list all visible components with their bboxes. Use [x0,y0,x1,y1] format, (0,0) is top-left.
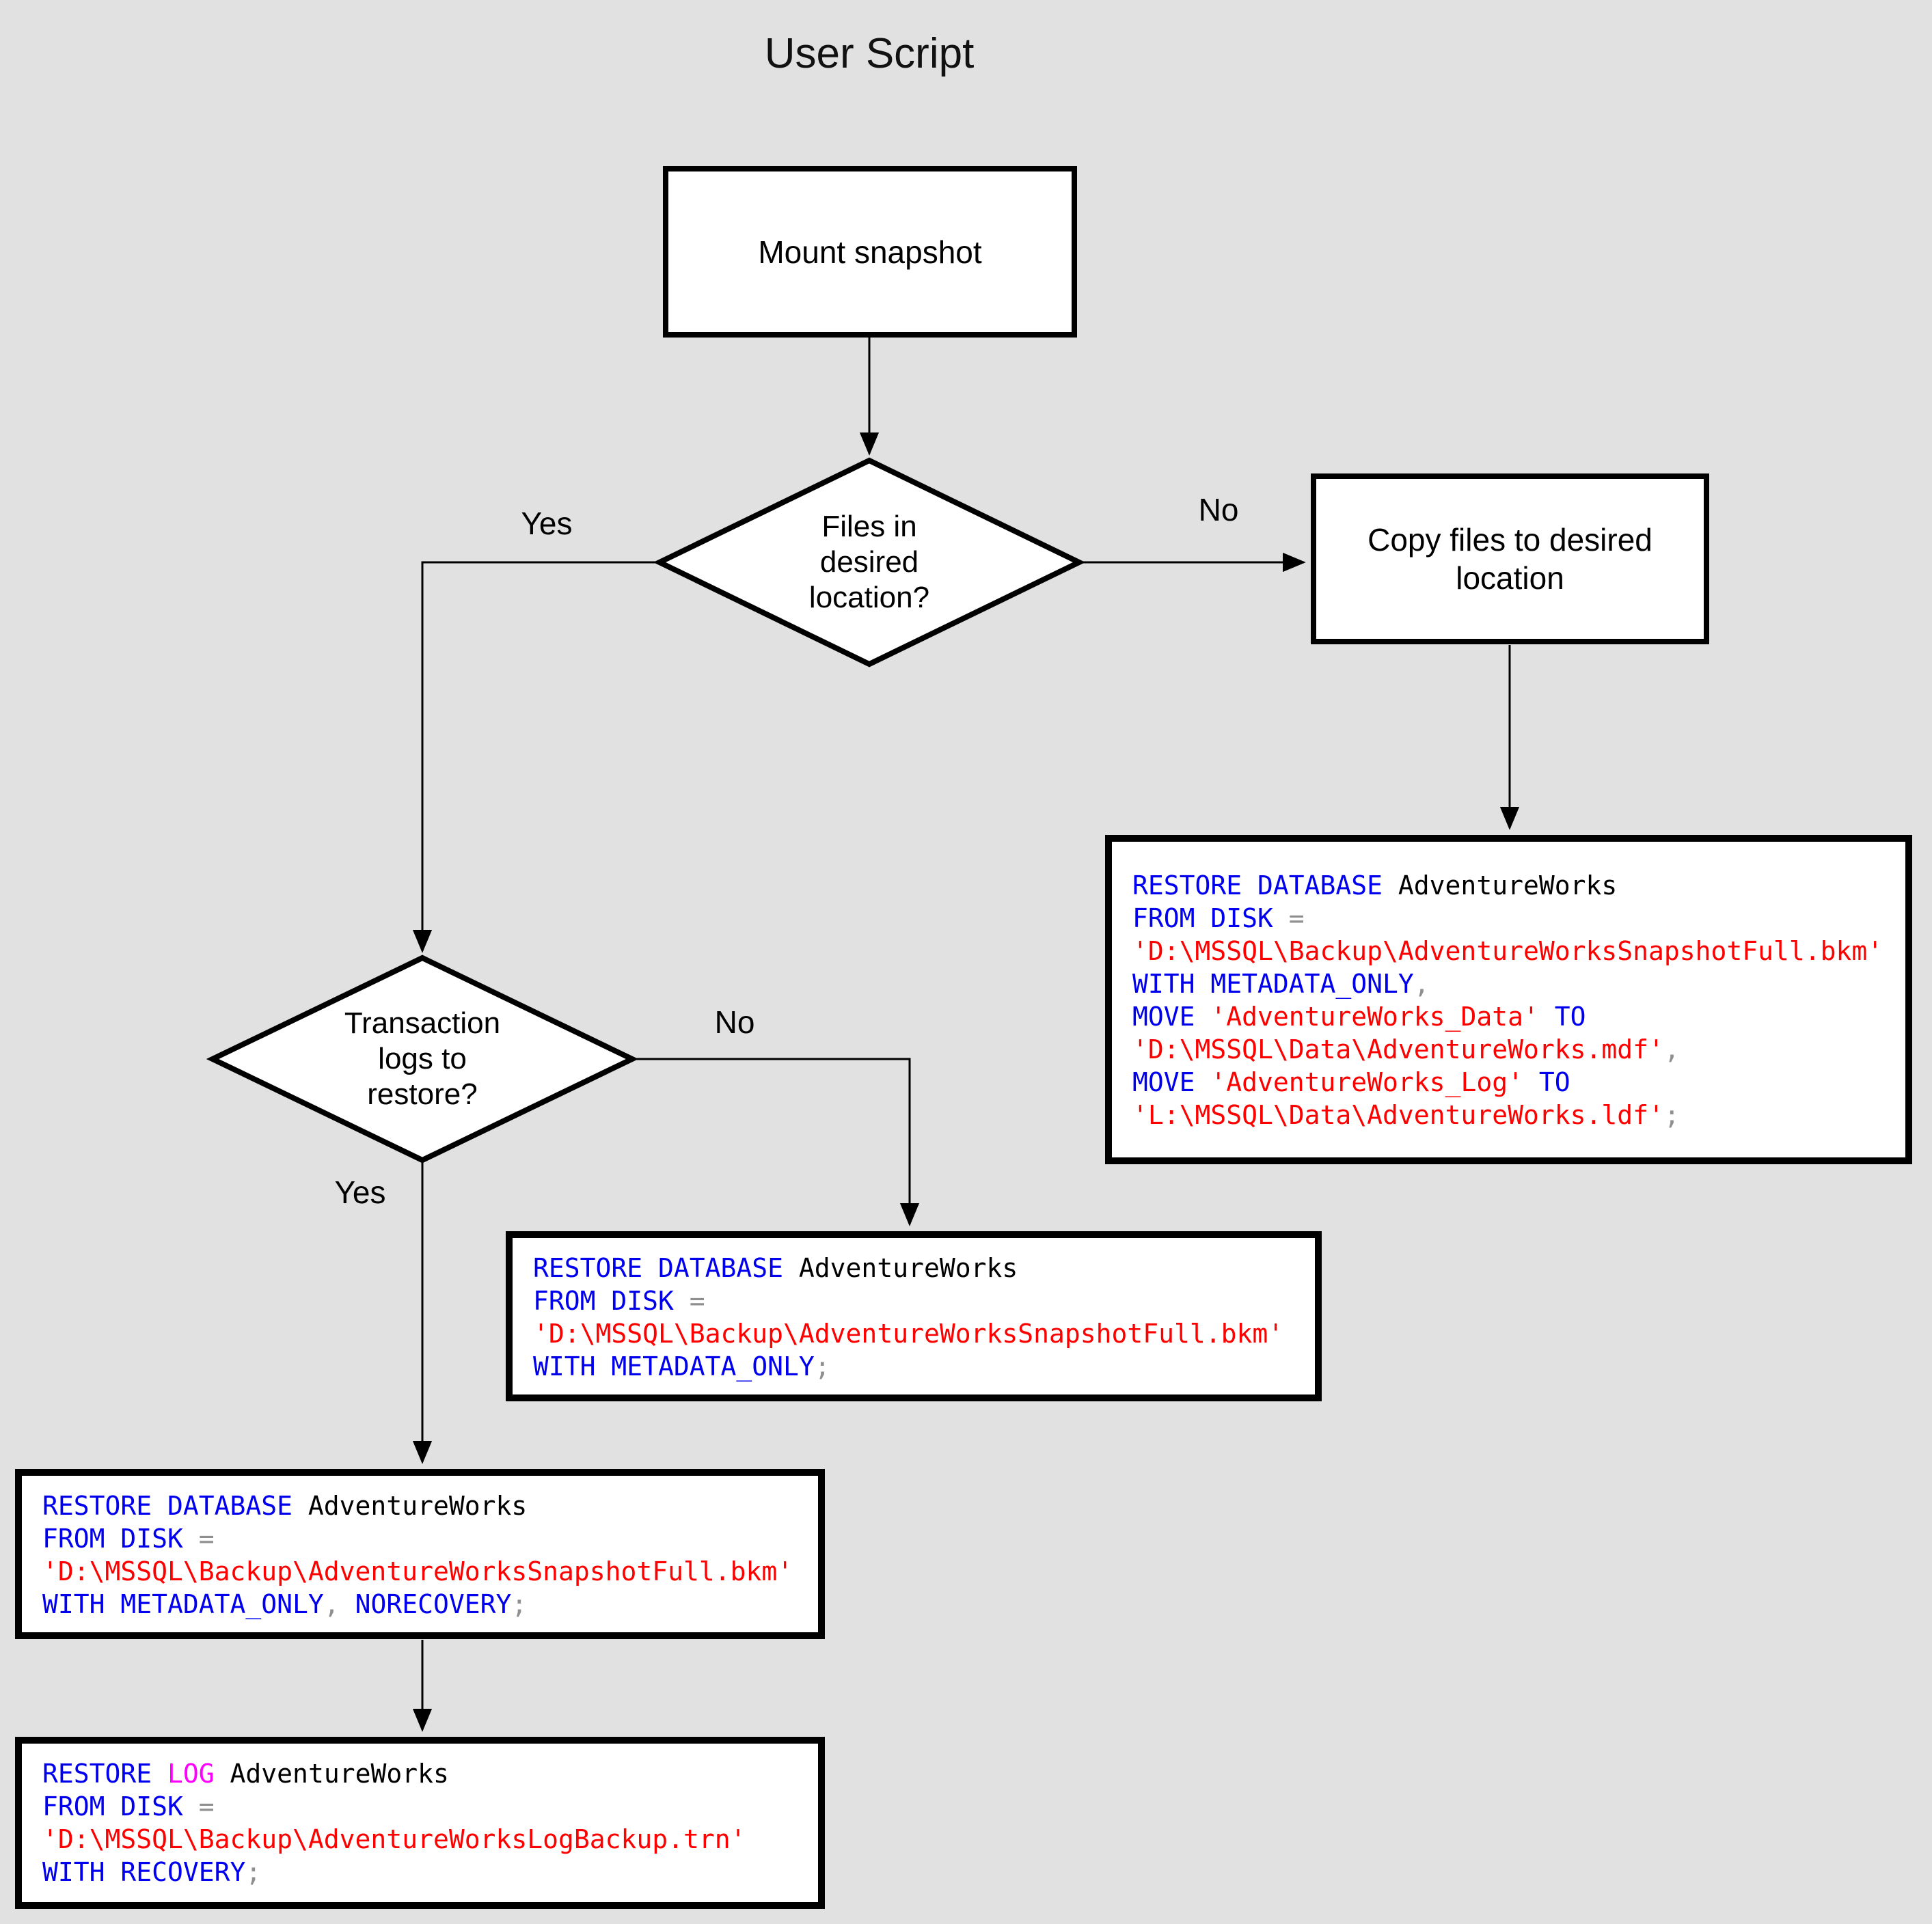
code-line: MOVE 'AdventureWorks_Log' TO [1132,1066,1900,1099]
branch-label-no-1: No [1198,492,1239,527]
code-token: 'D:\MSSQL\Backup\AdventureWorksSnapshotF… [1132,936,1883,966]
page-title: User Script [764,30,975,77]
code-line: 'L:\MSSQL\Data\AdventureWorks.ldf'; [1132,1099,1900,1131]
process-mount-snapshot-label: Mount snapshot [758,234,982,270]
code-token: MOVE [1132,1067,1195,1097]
code-token: AdventureWorks [783,1253,1018,1283]
code-token: AdventureWorks [292,1491,528,1521]
code-line: RESTORE DATABASE AdventureWorks [42,1489,813,1522]
code-token: ; [814,1351,830,1382]
decision1-line3: location? [808,581,930,614]
decision2-line1: Transaction [344,1006,501,1040]
decision-transaction-logs [206,954,639,1164]
branch-label-no-2: No [714,1004,755,1040]
code-line: 'D:\MSSQL\Backup\AdventureWorksSnapshotF… [533,1317,1309,1350]
code-line: FROM DISK = [42,1790,813,1823]
code-line: 'D:\MSSQL\Data\AdventureWorks.mdf', [1132,1033,1900,1066]
code-token: AdventureWorks [1383,870,1618,901]
connector-decision1-yes-to-decision2 [412,561,659,953]
code-line: RESTORE LOG AdventureWorks [42,1757,813,1790]
code-token: RESTORE DATABASE [42,1491,293,1521]
code-token: RESTORE [42,1759,168,1789]
code-token: FROM DISK [42,1524,183,1554]
decision1-line2: desired [819,545,919,579]
code-token: 'D:\MSSQL\Backup\AdventureWorksSnapshotF… [533,1319,1284,1349]
code-token: RESTORE DATABASE [533,1253,784,1283]
code-token: = [673,1286,705,1316]
code-token: = [1273,903,1305,933]
code-token: , [323,1589,340,1619]
process-copy-files-label-line2: location [1456,560,1564,596]
process-mount-snapshot: Mount snapshot [663,166,1077,338]
code-token: 'AdventureWorks_Data' [1195,1002,1539,1032]
code-token: , [1413,969,1430,999]
code-line: WITH METADATA_ONLY, [1132,967,1900,1000]
code-token: FROM DISK [1132,903,1273,933]
code-line: MOVE 'AdventureWorks_Data' TO [1132,1000,1900,1033]
process-copy-files-label-line1: Copy files to desired [1368,522,1652,558]
code-token: TO [1523,1067,1570,1097]
code-token: WITH METADATA_ONLY [42,1589,324,1619]
code-line: WITH RECOVERY; [42,1856,813,1888]
decision2-line2: logs to [378,1042,467,1075]
code-token: 'AdventureWorks_Log' [1195,1067,1523,1097]
code-token: RESTORE DATABASE [1132,870,1383,901]
code-token: WITH RECOVERY [42,1857,246,1887]
code-token: MOVE [1132,1002,1195,1032]
code-token: TO [1538,1002,1586,1032]
code-line: FROM DISK = [533,1284,1309,1317]
process-copy-files: Copy files to desired location [1311,473,1709,644]
decision-transaction-logs-label: Transaction logs to restore? [251,1006,593,1112]
code-line: RESTORE DATABASE AdventureWorks [1132,869,1900,902]
code-token: LOG [167,1759,215,1789]
code-token: FROM DISK [42,1791,183,1822]
code-token: = [182,1791,215,1822]
code-token: ; [245,1857,262,1887]
branch-label-yes-1: Yes [521,506,573,541]
code-token: ; [1663,1100,1680,1130]
code-token: 'D:\MSSQL\Backup\AdventureWorksSnapshotF… [42,1556,793,1586]
code-line: WITH METADATA_ONLY, NORECOVERY; [42,1588,813,1621]
code-token: WITH METADATA_ONLY [533,1351,815,1382]
code-line: RESTORE DATABASE AdventureWorks [533,1252,1309,1284]
code-token: = [182,1524,215,1554]
code-token: FROM DISK [533,1286,674,1316]
decision-files-in-location-label: Files in desired location? [698,509,1040,616]
code-token: 'D:\MSSQL\Backup\AdventureWorksLogBackup… [42,1824,746,1854]
connector-decision2-no-to-code [632,1058,920,1226]
code-line: 'D:\MSSQL\Backup\AdventureWorksSnapshotF… [42,1555,813,1588]
code-line: 'D:\MSSQL\Backup\AdventureWorksSnapshotF… [1132,935,1900,967]
code-line: FROM DISK = [42,1522,813,1555]
code-token: NORECOVERY [339,1589,512,1619]
code-line: 'D:\MSSQL\Backup\AdventureWorksLogBackup… [42,1823,813,1856]
code-token: WITH METADATA_ONLY [1132,969,1414,999]
decision1-line1: Files in [821,510,917,543]
code-token: ; [511,1589,528,1619]
branch-label-yes-2: Yes [334,1174,386,1210]
code-token: 'L:\MSSQL\Data\AdventureWorks.ldf' [1132,1100,1664,1130]
code-token: , [1663,1034,1680,1064]
code-token: 'D:\MSSQL\Data\AdventureWorks.mdf' [1132,1034,1664,1064]
decision2-line3: restore? [367,1077,478,1111]
code-token: AdventureWorks [214,1759,449,1789]
code-line: FROM DISK = [1132,902,1900,935]
decision-files-in-location [653,457,1086,668]
code-line: WITH METADATA_ONLY; [533,1350,1309,1383]
